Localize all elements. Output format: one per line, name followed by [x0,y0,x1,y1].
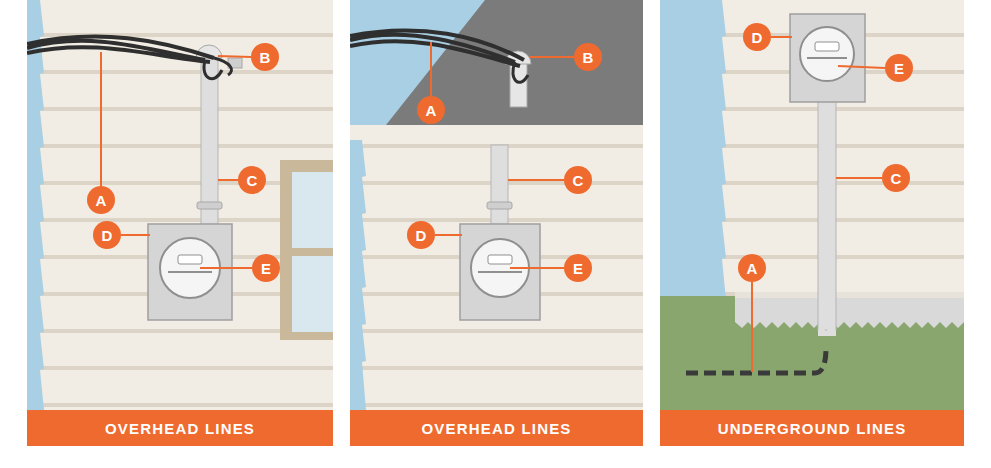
callout-circle: D [93,221,121,249]
callout-letter: E [261,260,271,277]
panel-overhead-2 [350,0,643,446]
callout-letter: B [260,49,271,66]
callout-circle: B [574,43,602,71]
title-band: UNDERGROUND LINES [660,410,964,446]
callout-circle: A [417,96,445,124]
callout-circle: C [882,164,910,192]
callout-circle: D [407,221,435,249]
callout-circle: D [743,23,771,51]
callout-circle: E [885,54,913,82]
callout-letter: D [416,227,427,244]
callout-circle: C [564,166,592,194]
callout-circle: B [251,43,279,71]
panel-underground [660,0,964,446]
callout-letter: A [426,102,437,119]
callout-letter: E [573,260,583,277]
callout-letter: C [247,172,258,189]
panel-title: OVERHEAD LINES [421,420,571,437]
callout-letter: A [747,260,758,277]
callout-circle: A [738,254,766,282]
panel-title: OVERHEAD LINES [105,420,255,437]
callout-letter: D [102,227,113,244]
callout-letter: A [96,192,107,209]
callout-circle: C [238,166,266,194]
callout-letter: C [891,170,902,187]
panel-overhead-1 [27,0,333,446]
callout-circle: E [252,254,280,282]
callout-circle: E [564,254,592,282]
callout-letter: B [583,49,594,66]
callout-letter: C [573,172,584,189]
callout-letter: D [752,29,763,46]
panel-title: UNDERGROUND LINES [718,420,907,437]
callout-letter: E [894,60,904,77]
title-band: OVERHEAD LINES [27,410,333,446]
title-band: OVERHEAD LINES [350,410,643,446]
callout-circle: A [87,186,115,214]
